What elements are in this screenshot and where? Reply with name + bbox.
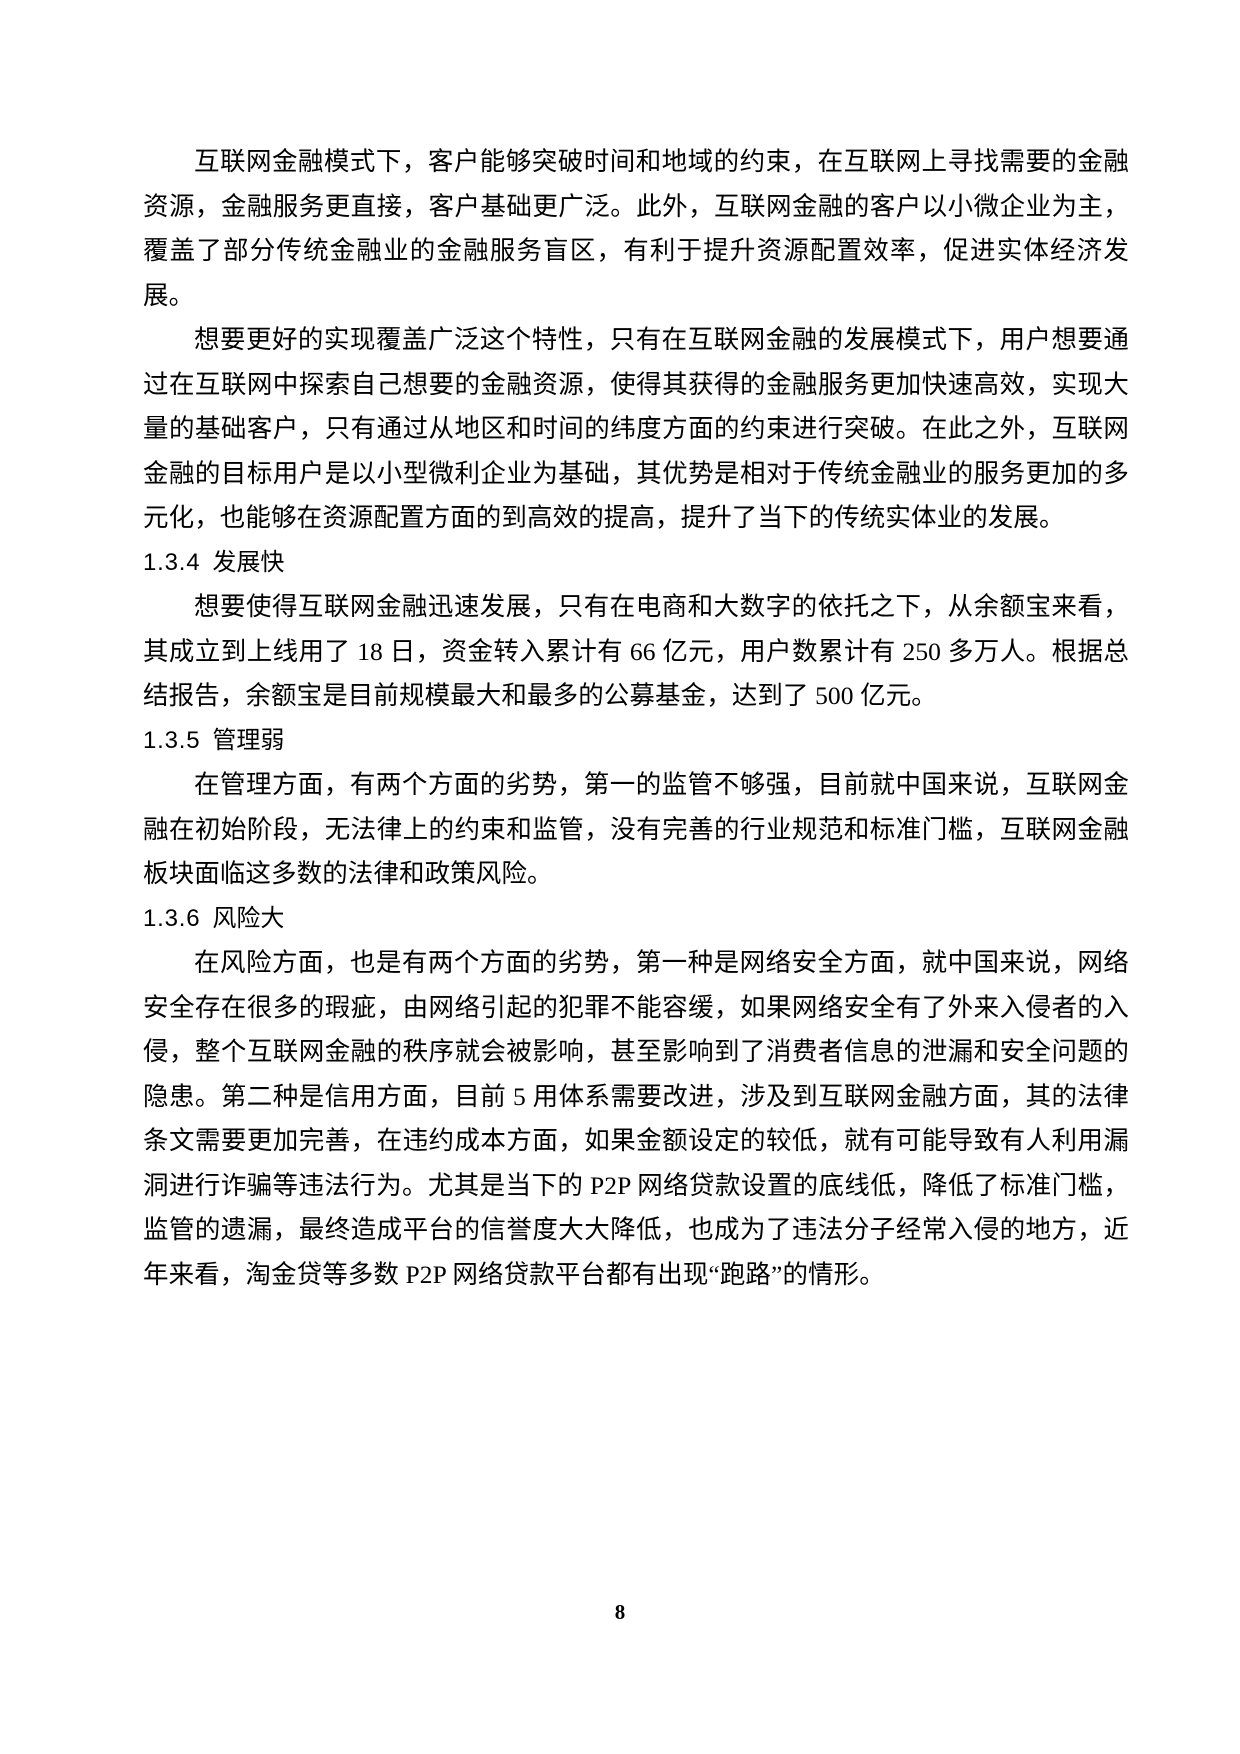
section-number: 1.3.4 (143, 548, 201, 576)
paragraph-3: 想要使得互联网金融迅速发展，只有在电商和大数字的依托之下，从余额宝来看，其成立到… (143, 592, 1129, 710)
section-title: 发展快 (212, 548, 285, 576)
section-heading-1-3-4: 1.3.4 发展快 (143, 541, 1129, 586)
section-title: 管理弱 (212, 726, 285, 754)
section-heading-1-3-6: 1.3.6 风险大 (143, 897, 1129, 942)
paragraph-1: 互联网金融模式下，客户能够突破时间和地域的约束，在互联网上寻找需要的金融资源，金… (143, 147, 1129, 310)
page-body: 互联网金融模式下，客户能够突破时间和地域的约束，在互联网上寻找需要的金融资源，金… (143, 140, 1129, 1297)
section-heading-1-3-5: 1.3.5 管理弱 (143, 719, 1129, 764)
paragraph-4: 在管理方面，有两个方面的劣势，第一的监管不够强，目前就中国来说，互联网金融在初始… (143, 770, 1129, 888)
page-number: 8 (614, 1600, 626, 1624)
paragraph-2: 想要更好的实现覆盖广泛这个特性，只有在互联网金融的发展模式下，用户想要通过在互联… (143, 325, 1129, 532)
paragraph-5: 在风险方面，也是有两个方面的劣势，第一种是网络安全方面，就中国来说，网络安全存在… (143, 948, 1129, 1289)
section-number: 1.3.5 (143, 726, 201, 754)
section-number: 1.3.6 (143, 904, 201, 932)
section-title: 风险大 (212, 904, 285, 932)
